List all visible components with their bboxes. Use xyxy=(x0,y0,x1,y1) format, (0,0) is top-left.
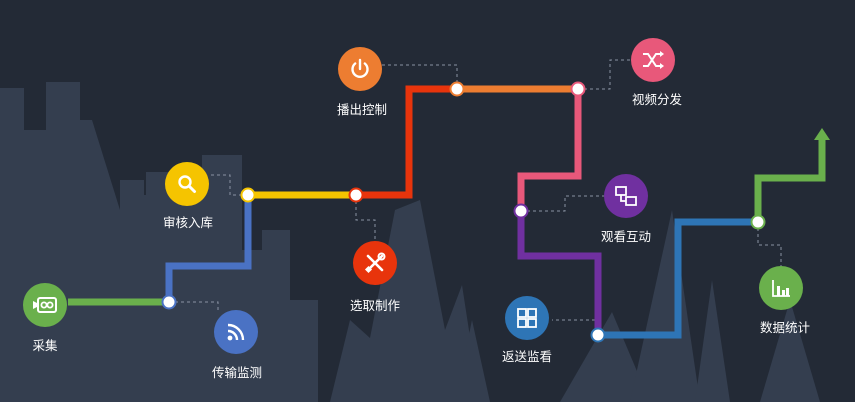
tools-icon xyxy=(364,252,386,274)
network-icon xyxy=(615,186,637,206)
bar-chart-icon xyxy=(772,280,790,297)
search-icon xyxy=(178,175,196,193)
select-node[interactable] xyxy=(353,241,397,285)
distribute-node[interactable] xyxy=(631,38,675,82)
arrow-head xyxy=(814,128,830,140)
return-label: 返送监看 xyxy=(501,350,553,364)
review-node[interactable] xyxy=(165,162,209,206)
junction-dot xyxy=(240,187,256,203)
transmit-node[interactable] xyxy=(214,310,258,354)
video-camera-icon xyxy=(33,297,57,313)
junction-dot xyxy=(513,203,529,219)
collect-label: 采集 xyxy=(32,339,58,353)
grid-icon xyxy=(517,308,537,328)
power-icon xyxy=(351,58,369,78)
dashed-connector xyxy=(355,195,376,241)
rss-feed-icon xyxy=(227,323,245,341)
stats-node[interactable] xyxy=(759,266,803,310)
playout-label: 播出控制 xyxy=(336,103,388,117)
junction-dot xyxy=(570,81,586,97)
junction-dot xyxy=(348,187,364,203)
segment-stats xyxy=(754,140,826,222)
junction-dot xyxy=(449,81,465,97)
dashed-connector xyxy=(210,174,248,196)
dashed-connector xyxy=(578,59,631,90)
junction-dot xyxy=(590,327,606,343)
stats-label: 数据统计 xyxy=(759,321,811,335)
playout-node[interactable] xyxy=(338,47,382,91)
collect-node[interactable] xyxy=(23,283,67,327)
junction-dot xyxy=(161,294,177,310)
shuffle-icon xyxy=(643,51,664,69)
distribute-label: 视频分发 xyxy=(631,93,683,107)
segment-transmit xyxy=(165,195,252,302)
interact-node[interactable] xyxy=(604,174,648,218)
review-label: 审核入库 xyxy=(162,216,214,230)
transmit-label: 传输监测 xyxy=(211,366,263,380)
junction-dot xyxy=(750,214,766,230)
segment-select xyxy=(356,85,457,199)
dashed-connector xyxy=(757,222,782,266)
select-label: 选取制作 xyxy=(349,299,401,313)
dashed-connector xyxy=(521,195,604,212)
segment-return xyxy=(598,218,758,339)
return-node[interactable] xyxy=(505,296,549,340)
dashed-connector xyxy=(381,64,458,89)
segment-interact xyxy=(517,211,602,335)
interact-label: 观看互动 xyxy=(600,230,652,244)
dashed-connector xyxy=(169,301,219,312)
segment-distribute xyxy=(517,89,582,211)
